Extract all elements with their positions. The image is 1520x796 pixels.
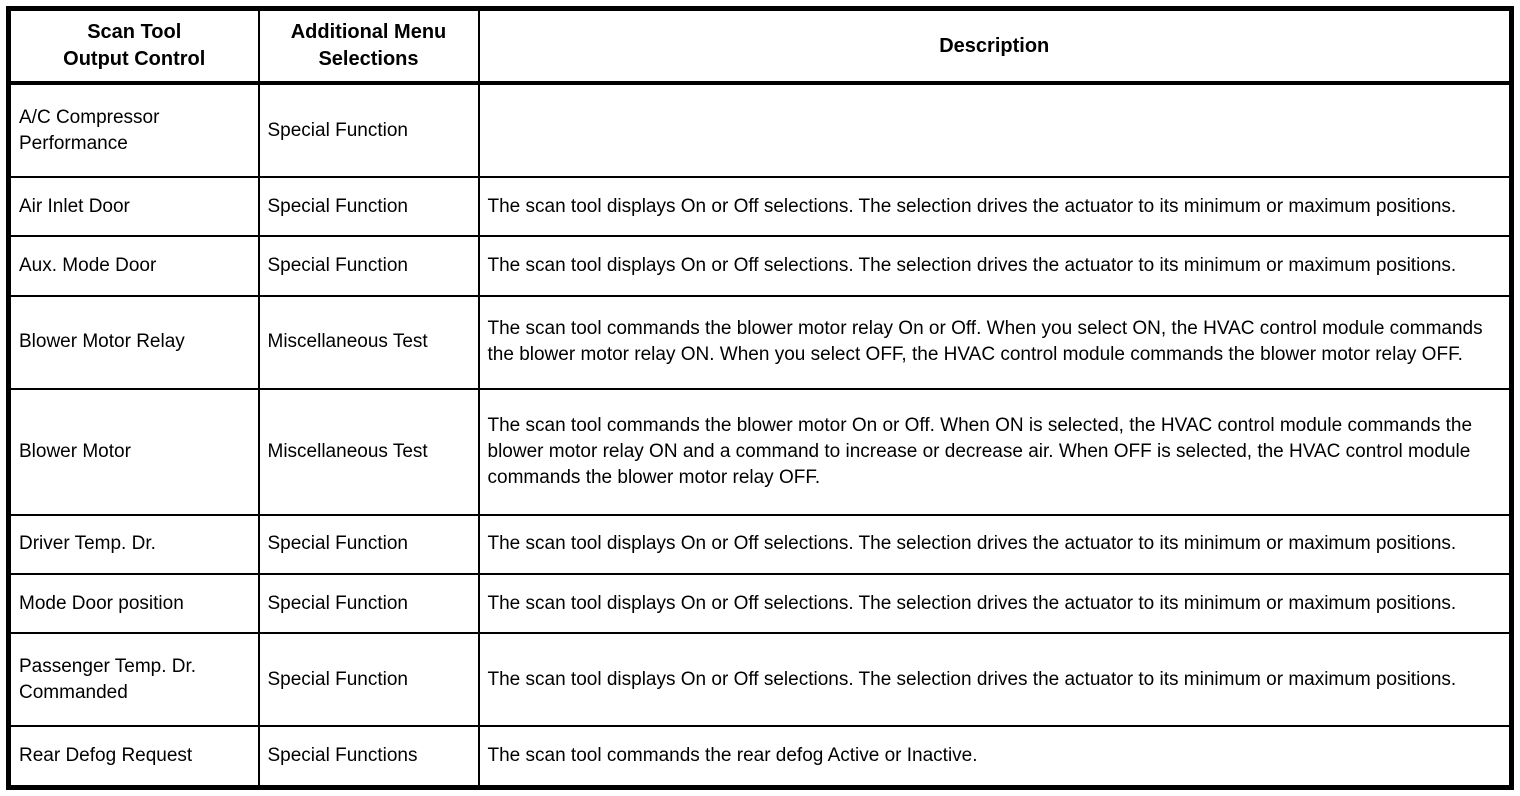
- table-row: Rear Defog Request Special Functions The…: [7, 725, 1513, 789]
- header-scan-tool-output-control: Scan Tool Output Control: [7, 7, 260, 85]
- cell-menu-selection: Miscellaneous Test: [257, 294, 480, 390]
- table-row: Air Inlet Door Special Function The scan…: [7, 176, 1513, 238]
- table-row: Blower Motor Miscellaneous Test The scan…: [7, 387, 1513, 516]
- cell-output-control: A/C Compressor Performance: [7, 81, 260, 179]
- cell-menu-selection: Special Function: [257, 235, 480, 297]
- scan-tool-output-control-table: Scan Tool Output Control Additional Menu…: [6, 6, 1514, 790]
- header-description: Description: [477, 7, 1513, 85]
- cell-menu-selection: Miscellaneous Test: [257, 387, 480, 516]
- cell-menu-selection: Special Function: [257, 573, 480, 635]
- cell-menu-selection: Special Function: [257, 81, 480, 179]
- cell-output-control: Blower Motor: [7, 387, 260, 516]
- cell-description: The scan tool displays On or Off selecti…: [477, 235, 1513, 297]
- table-row: Blower Motor Relay Miscellaneous Test Th…: [7, 294, 1513, 390]
- cell-output-control: Air Inlet Door: [7, 176, 260, 238]
- cell-description: The scan tool displays On or Off selecti…: [477, 176, 1513, 238]
- cell-output-control: Blower Motor Relay: [7, 294, 260, 390]
- cell-menu-selection: Special Function: [257, 632, 480, 728]
- cell-description: The scan tool commands the blower motor …: [477, 387, 1513, 516]
- cell-description: The scan tool commands the rear defog Ac…: [477, 725, 1513, 789]
- cell-output-control: Passenger Temp. Dr. Commanded: [7, 632, 260, 728]
- cell-output-control: Driver Temp. Dr.: [7, 513, 260, 576]
- cell-description: The scan tool commands the blower motor …: [477, 294, 1513, 390]
- cell-output-control: Rear Defog Request: [7, 725, 260, 789]
- cell-menu-selection: Special Function: [257, 176, 480, 238]
- table-row: A/C Compressor Performance Special Funct…: [7, 81, 1513, 179]
- header-additional-menu-selections: Additional Menu Selections: [257, 7, 480, 85]
- table-body: A/C Compressor Performance Special Funct…: [7, 81, 1513, 789]
- cell-output-control: Mode Door position: [7, 573, 260, 635]
- table-header-row: Scan Tool Output Control Additional Menu…: [7, 7, 1513, 85]
- cell-output-control: Aux. Mode Door: [7, 235, 260, 297]
- cell-menu-selection: Special Functions: [257, 725, 480, 789]
- table-row: Driver Temp. Dr. Special Function The sc…: [7, 513, 1513, 576]
- cell-menu-selection: Special Function: [257, 513, 480, 576]
- cell-description: [477, 81, 1513, 179]
- table-row: Aux. Mode Door Special Function The scan…: [7, 235, 1513, 297]
- cell-description: The scan tool displays On or Off selecti…: [477, 513, 1513, 576]
- cell-description: The scan tool displays On or Off selecti…: [477, 632, 1513, 728]
- table-row: Passenger Temp. Dr. Commanded Special Fu…: [7, 632, 1513, 728]
- table-row: Mode Door position Special Function The …: [7, 573, 1513, 635]
- cell-description: The scan tool displays On or Off selecti…: [477, 573, 1513, 635]
